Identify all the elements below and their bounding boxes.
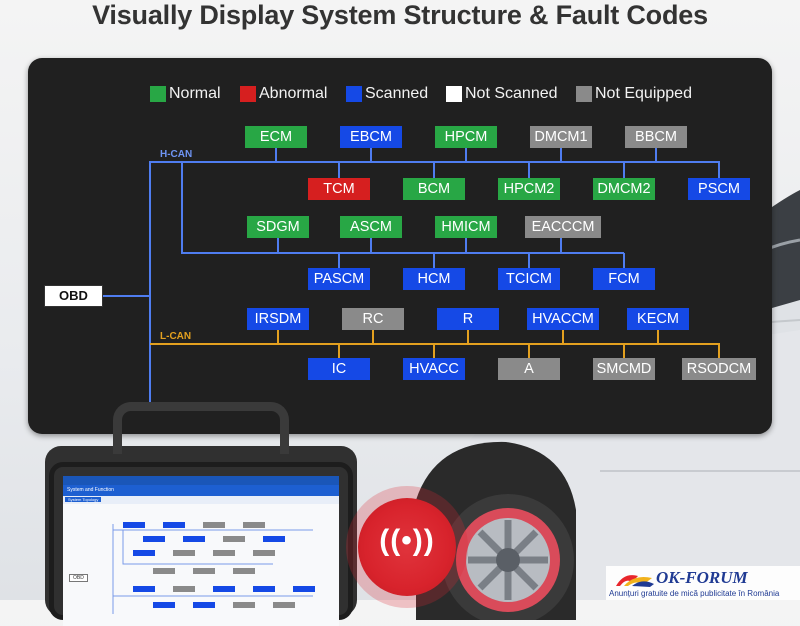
- ecu-irsdm[interactable]: IRSDM: [247, 308, 309, 330]
- headline: Visually Display System Structure & Faul…: [92, 0, 708, 30]
- ecu-eacccm[interactable]: EACCCM: [525, 216, 601, 238]
- ok-forum-logo-icon: [616, 575, 654, 587]
- ecu-hpcm[interactable]: HPCM: [435, 126, 497, 148]
- watermark-brand: OK-FORUM: [656, 568, 748, 587]
- obd-connector[interactable]: OBD: [44, 285, 103, 307]
- ecu-pscm[interactable]: PSCM: [688, 178, 750, 200]
- diagnostic-tablet: System and Function System Topology: [45, 402, 357, 626]
- ecu-ascm[interactable]: ASCM: [340, 216, 402, 238]
- screen-title: System and Function: [63, 485, 339, 496]
- legend-swatch: [446, 86, 462, 102]
- legend-swatch: [240, 86, 256, 102]
- legend-scanned: Scanned: [346, 84, 428, 104]
- nfc-signal-icon: ((•)): [379, 524, 435, 557]
- ecu-hcm[interactable]: HCM: [403, 268, 465, 290]
- tablet-screen: System and Function System Topology: [63, 476, 339, 626]
- ecu-smcmd[interactable]: SMCMD: [593, 358, 655, 380]
- ecu-hpcm2[interactable]: HPCM2: [498, 178, 560, 200]
- ecu-rsodcm[interactable]: RSODCM: [682, 358, 756, 380]
- ecu-rc[interactable]: RC: [342, 308, 404, 330]
- ecu-bcm[interactable]: BCM: [403, 178, 465, 200]
- ecu-ic[interactable]: IC: [308, 358, 370, 380]
- legend-swatch: [346, 86, 362, 102]
- tab-system-topology[interactable]: System Topology: [65, 497, 102, 502]
- ecu-fcm[interactable]: FCM: [593, 268, 655, 290]
- ecu-dmcm2[interactable]: DMCM2: [593, 178, 655, 200]
- mini-obd: OBD: [69, 574, 88, 582]
- legend-abnormal: Abnormal: [240, 84, 327, 104]
- ecu-a[interactable]: A: [498, 358, 560, 380]
- hcan-label: H-CAN: [160, 149, 193, 160]
- ecu-ebcm[interactable]: EBCM: [340, 126, 402, 148]
- legend-swatch: [576, 86, 592, 102]
- legend-swatch: [150, 86, 166, 102]
- ecu-hmicm[interactable]: HMICM: [435, 216, 497, 238]
- watermark: OK-FORUM Anunțuri gratuite de mică publi…: [606, 566, 800, 600]
- ecu-hvaccm[interactable]: HVACCM: [527, 308, 599, 330]
- ecu-ecm[interactable]: ECM: [245, 126, 307, 148]
- nfc-badge: ((•)): [358, 498, 456, 596]
- lcan-label: L-CAN: [160, 331, 192, 342]
- mini-topology: [112, 522, 315, 614]
- ecu-hvacc[interactable]: HVACC: [403, 358, 465, 380]
- ecu-dmcm1[interactable]: DMCM1: [530, 126, 592, 148]
- topology-panel: [28, 58, 772, 434]
- legend-normal: Normal: [150, 84, 221, 104]
- legend-not-equipped: Not Equipped: [576, 84, 692, 104]
- ecu-kecm[interactable]: KECM: [627, 308, 689, 330]
- legend-not-scanned: Not Scanned: [446, 84, 558, 104]
- ecu-pascm[interactable]: PASCM: [308, 268, 370, 290]
- ecu-tcm[interactable]: TCM: [308, 178, 370, 200]
- status-bar: [63, 476, 339, 485]
- ecu-sdgm[interactable]: SDGM: [247, 216, 309, 238]
- screen-tabs: System Topology: [63, 496, 339, 504]
- tablet-handle: [113, 402, 289, 454]
- watermark-tagline: Anunțuri gratuite de mică publicitate în…: [609, 589, 780, 598]
- car-wheel: [416, 441, 576, 620]
- ecu-r[interactable]: R: [437, 308, 499, 330]
- ecu-tcicm[interactable]: TCICM: [498, 268, 560, 290]
- ecu-bbcm[interactable]: BBCM: [625, 126, 687, 148]
